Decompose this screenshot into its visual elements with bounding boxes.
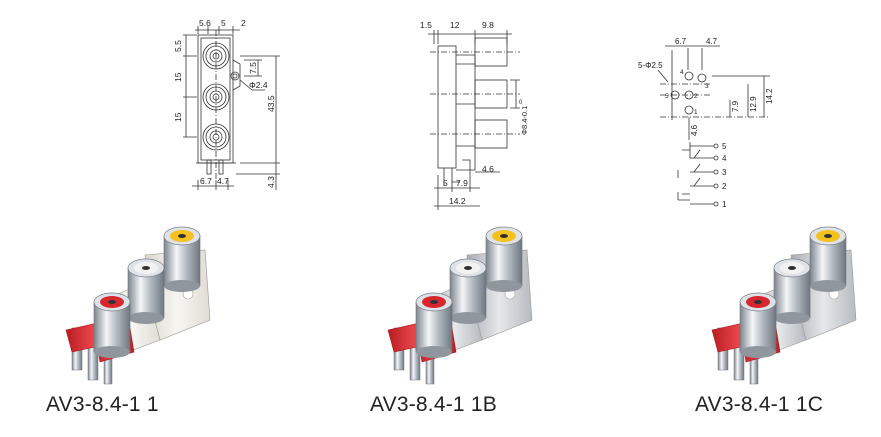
product-3 xyxy=(711,226,857,385)
front-view-drawing xyxy=(183,26,280,190)
dim-right-1: 7.9 xyxy=(731,100,740,112)
side-view-labels: 1.5 12 9.8 Φ8.4-0.1 0 4.6 5 7.9 14.2 xyxy=(420,20,529,206)
product-1 xyxy=(65,226,211,385)
dim-top-3: 9.8 xyxy=(482,20,494,30)
product-caption-3: AV3-8.4-1 1C xyxy=(695,393,824,416)
dim-mid: 4.6 xyxy=(690,124,699,136)
white-jack xyxy=(449,258,487,324)
pin-label-5: 5 xyxy=(665,93,669,100)
yellow-jack xyxy=(809,226,847,292)
dim-top-2: 5 xyxy=(221,18,226,28)
schematic-pin-2: 2 xyxy=(722,182,727,191)
pin-label-3: 3 xyxy=(705,83,709,90)
dim-top-1: 1.5 xyxy=(420,20,432,30)
holes-label: 5-Φ2.5 xyxy=(638,61,663,70)
dim-top-1: 5.6 xyxy=(199,18,211,28)
dim-right-3: 14.2 xyxy=(765,88,774,104)
pcb-layout-drawing xyxy=(657,45,770,207)
pin-label-4: 4 xyxy=(680,69,684,76)
dim-bottom-4: 14.2 xyxy=(449,196,466,206)
dim-top-3: 2 xyxy=(241,18,246,28)
white-jack xyxy=(773,258,811,324)
dim-right-1: 7.5 xyxy=(248,62,258,74)
dim-right-2: 12.9 xyxy=(749,96,758,112)
red-jack xyxy=(415,292,453,358)
side-view-drawing xyxy=(428,30,520,210)
dim-mid-sup: 0 xyxy=(519,100,523,106)
dim-top-2: 4.7 xyxy=(706,37,718,46)
dim-right-2: 43.5 xyxy=(266,95,276,112)
yellow-jack xyxy=(485,226,523,292)
pin-label-1: 1 xyxy=(694,109,698,116)
dim-mid: Φ8.4-0.1 xyxy=(520,106,529,135)
yellow-jack xyxy=(163,226,201,292)
schematic-pin-5: 5 xyxy=(722,142,727,151)
product-caption-2: AV3-8.4-1 1B xyxy=(370,393,497,416)
product-photos xyxy=(65,226,857,385)
white-jack xyxy=(127,258,165,324)
pin-label-2: 2 xyxy=(694,93,698,100)
dim-bottom-1: 4.6 xyxy=(482,164,494,174)
dim-bottom-3: 7.9 xyxy=(456,178,468,188)
schematic-pin-1: 1 xyxy=(722,200,727,209)
schematic-pin-3: 3 xyxy=(722,168,727,177)
red-jack xyxy=(93,292,131,358)
product-2 xyxy=(387,226,533,385)
front-view-labels: 5.6 5 2 5.5 15 15 7.5 43.5 4.3 Φ2.4 6.7 … xyxy=(173,18,276,188)
dim-bottom-2: 4.7 xyxy=(217,176,229,186)
dim-hole: Φ2.4 xyxy=(249,80,268,90)
dim-left-1: 5.5 xyxy=(173,40,183,52)
pcb-layout-labels: 6.7 4.7 5-Φ2.5 4 5 3 2 1 7.9 12.9 14.2 4… xyxy=(638,37,774,209)
dim-bottom-1: 6.7 xyxy=(200,176,212,186)
red-jack xyxy=(739,292,777,358)
dim-left-2: 15 xyxy=(173,72,183,82)
schematic-pin-4: 4 xyxy=(722,154,727,163)
dim-top-2: 12 xyxy=(450,20,460,30)
product-caption-1: AV3-8.4-1 1 xyxy=(46,393,159,416)
dim-top-1: 6.7 xyxy=(675,37,687,46)
dim-bottom-2: 5 xyxy=(443,178,448,188)
dim-left-3: 15 xyxy=(173,112,183,122)
dim-right-3: 4.3 xyxy=(266,176,276,188)
